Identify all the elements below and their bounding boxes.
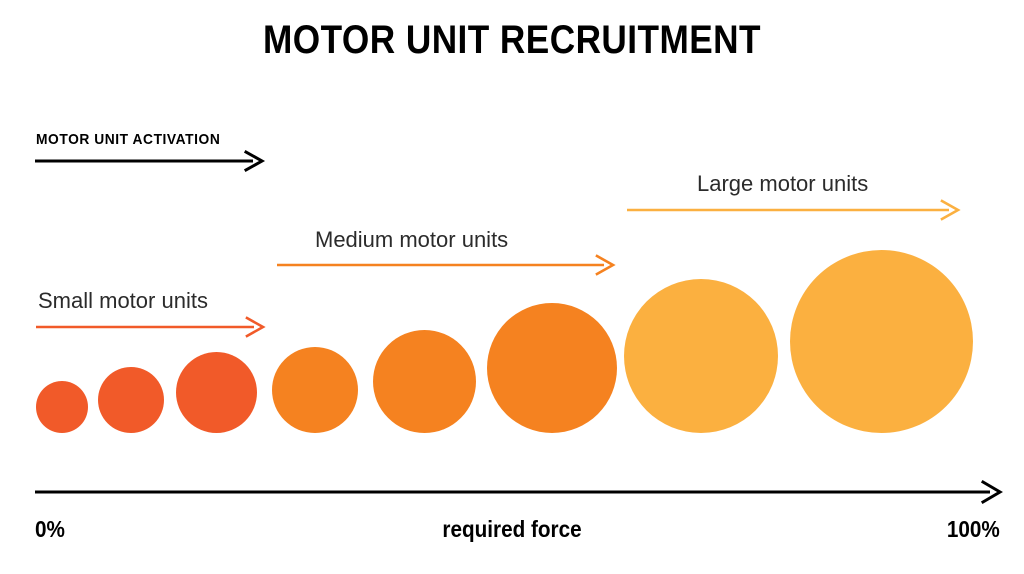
group-label-small: Small motor units xyxy=(38,288,208,313)
activation-arrow-icon xyxy=(35,149,266,173)
large-units-arrow-icon xyxy=(627,199,961,221)
motor-unit-circle xyxy=(487,303,617,433)
group-label-large: Large motor units xyxy=(697,171,869,196)
axis-start-label: 0% xyxy=(35,516,65,542)
motor-unit-circle xyxy=(624,279,778,433)
motor-unit-circle xyxy=(272,347,358,433)
small-units-arrow-icon xyxy=(36,316,266,338)
axis-end-label: 100% xyxy=(947,516,1000,542)
motor-unit-circle xyxy=(98,367,164,433)
motor-unit-circle xyxy=(36,381,88,433)
force-axis-arrow-icon xyxy=(35,479,1003,505)
medium-units-arrow-icon xyxy=(277,254,616,276)
motor-unit-circle xyxy=(373,330,476,433)
activation-label: MOTOR UNIT ACTIVATION xyxy=(36,131,221,148)
motor-unit-circle xyxy=(176,352,257,433)
page-title: MOTOR UNIT RECRUITMENT xyxy=(263,18,761,62)
group-label-medium: Medium motor units xyxy=(315,227,509,252)
motor-unit-circle xyxy=(790,250,973,433)
axis-title: required force xyxy=(442,516,582,542)
